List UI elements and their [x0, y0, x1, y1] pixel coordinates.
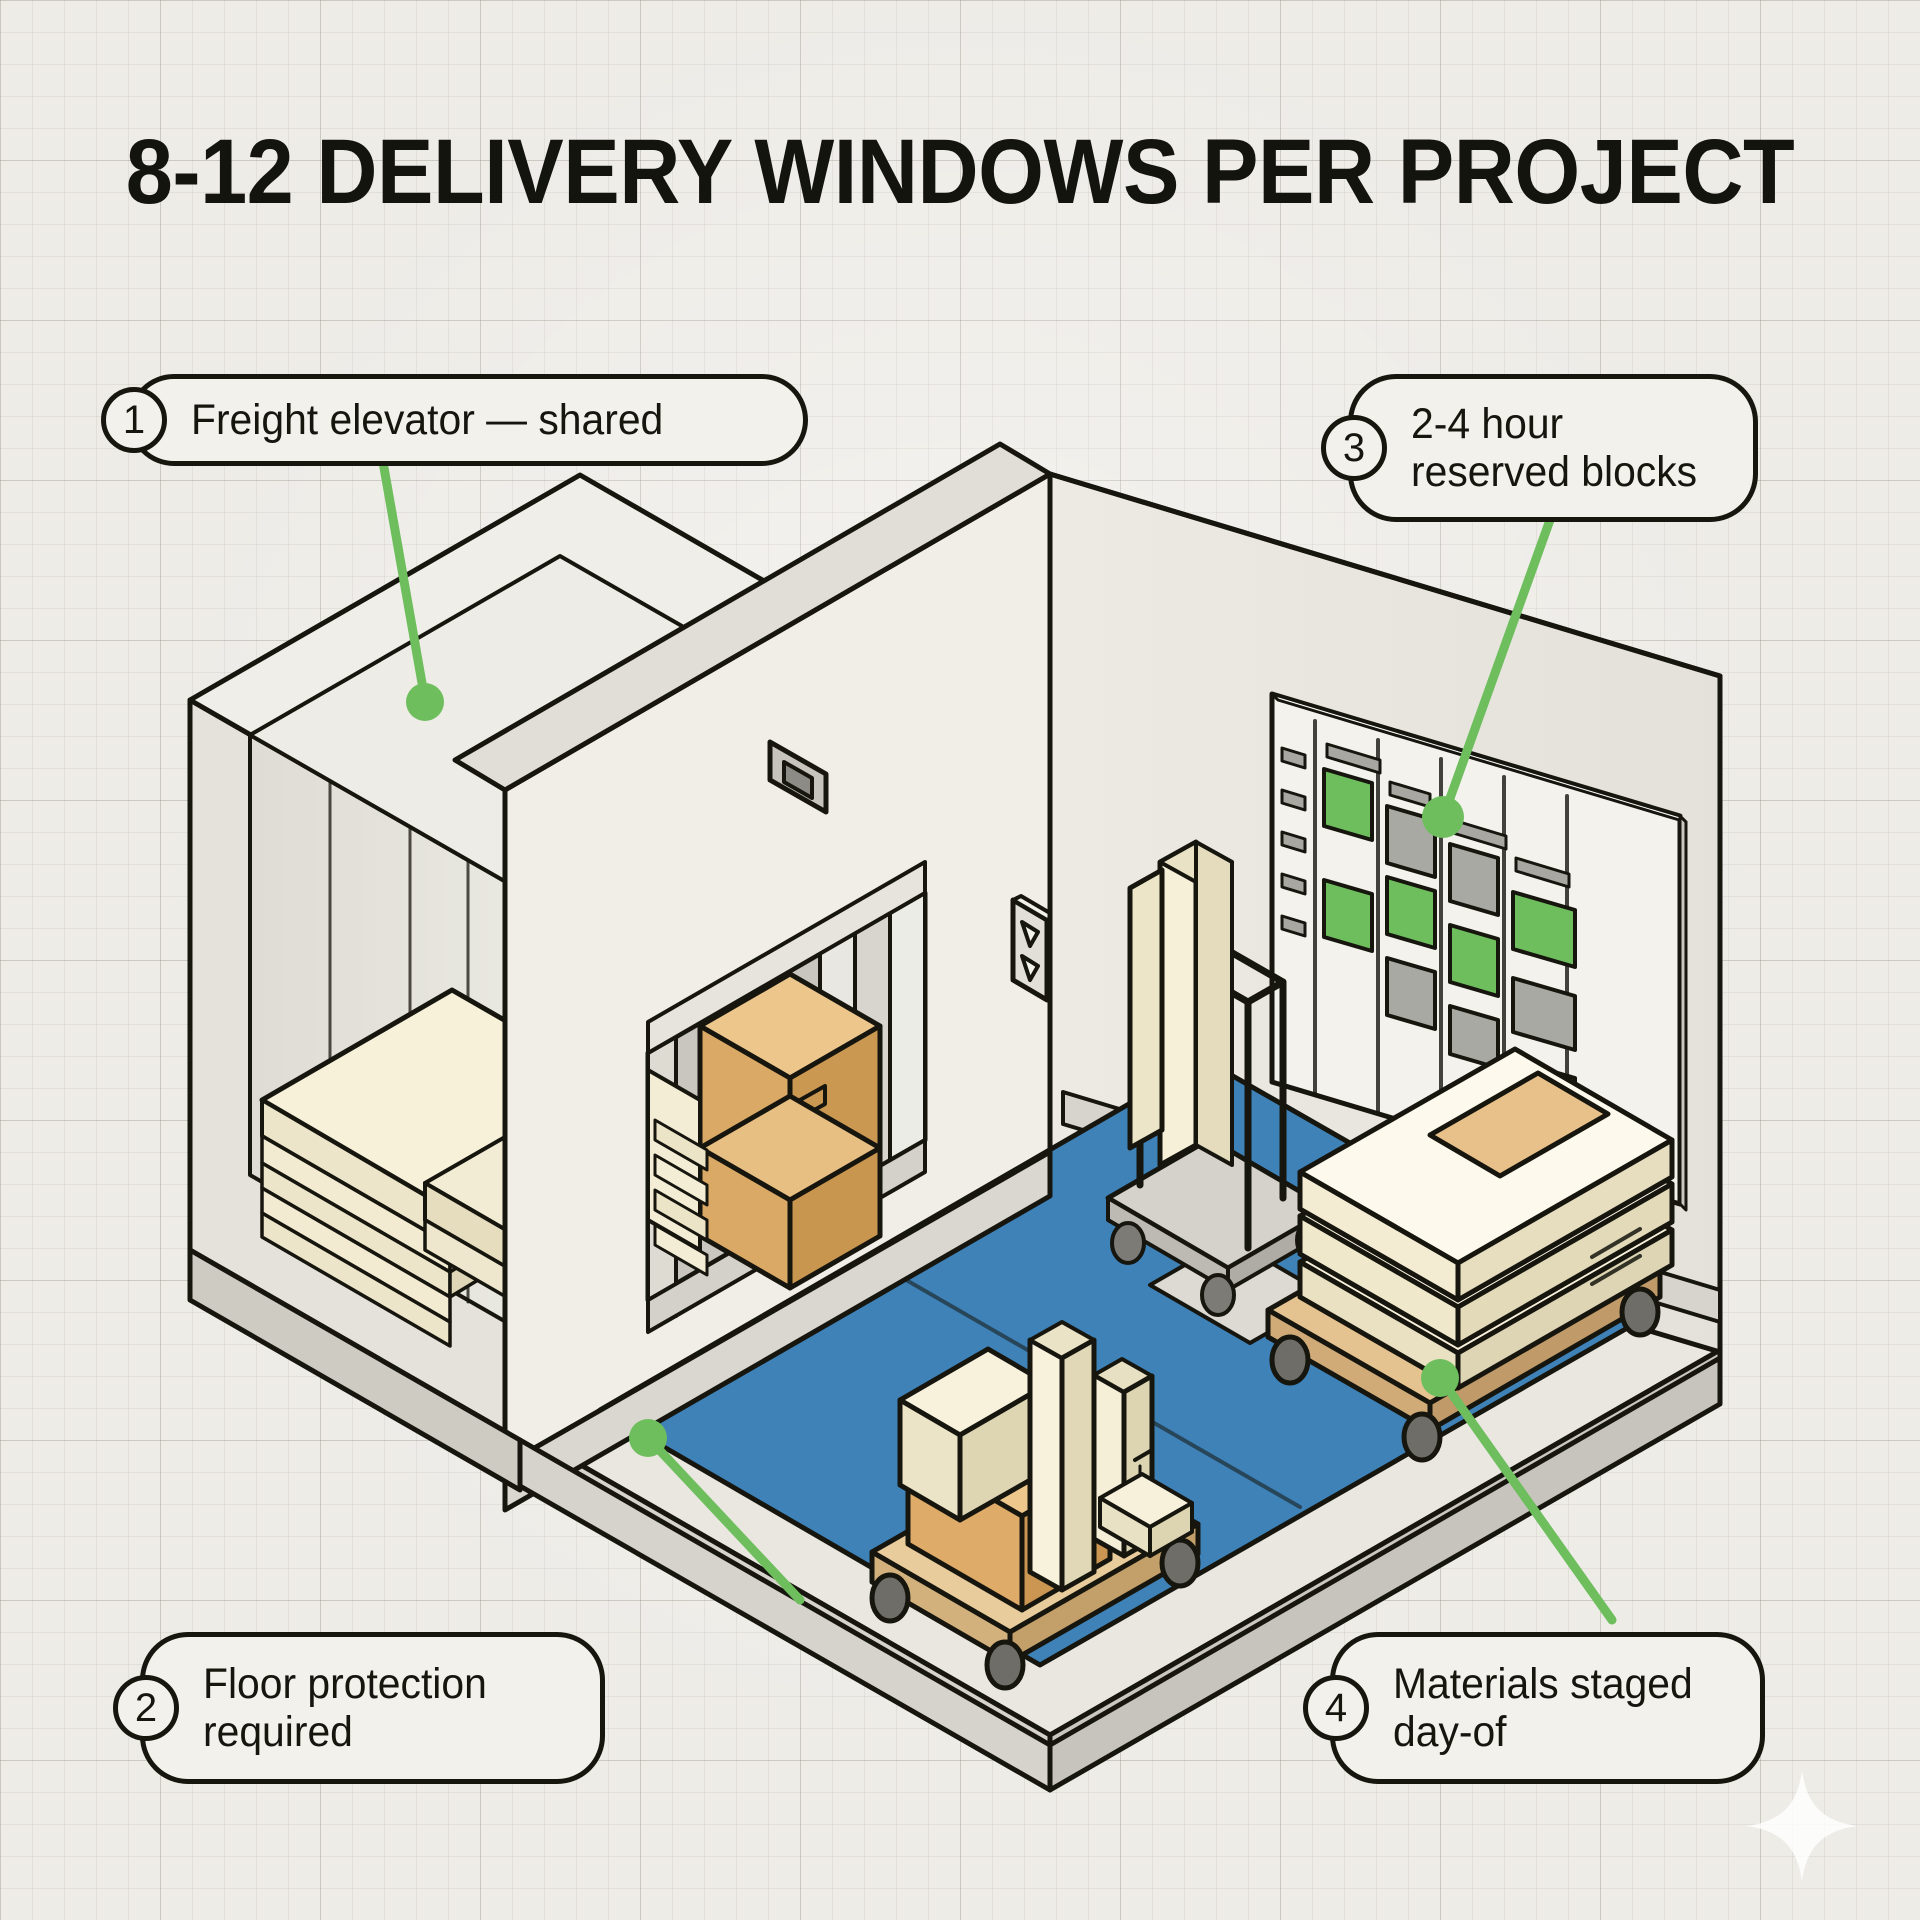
schedule-cell[interactable] [1385, 804, 1437, 879]
schedule-cell[interactable] [1511, 890, 1577, 969]
back-left-wall [452, 441, 1057, 1468]
callout-4[interactable]: 4 Materials staged day-of [1303, 1632, 1765, 1784]
callout-1-text: Freight elevator — shared [191, 395, 664, 444]
schedule-cell[interactable] [1511, 976, 1577, 1052]
schedule-cell[interactable] [1322, 767, 1374, 842]
callout-3-text: 2-4 hour reserved blocks [1411, 399, 1698, 496]
elevator-indicator [767, 739, 829, 815]
callout-1-badge: 1 [101, 387, 167, 453]
leader-dot-2 [629, 1419, 667, 1457]
callout-1[interactable]: 1 Freight elevator — shared [101, 374, 808, 466]
callout-3[interactable]: 3 2-4 hour reserved blocks [1321, 374, 1758, 522]
callout-2-text: Floor protection required [203, 1659, 487, 1756]
leader-dot-4 [1421, 1359, 1459, 1397]
cartons-in-elevator [646, 971, 883, 1291]
callout-leader-dots [406, 683, 1464, 1457]
material-cart-center[interactable] [869, 1320, 1201, 1691]
up-arrow-icon [1020, 920, 1040, 948]
leader-dot-1 [406, 683, 444, 721]
page-title: 8-12 DELIVERY WINDOWS PER PROJECT [125, 121, 1795, 223]
callout-4-badge: 4 [1303, 1675, 1369, 1741]
down-arrow-icon [1020, 954, 1040, 982]
schedule-col-headers [1325, 742, 1571, 889]
callout-2-badge: 2 [113, 1675, 179, 1741]
callout-2[interactable]: 2 Floor protection required [113, 1632, 605, 1784]
schedule-cell[interactable] [1385, 956, 1437, 1031]
callout-3-badge: 3 [1321, 415, 1387, 481]
schedule-row-labels [1280, 746, 1307, 938]
schedule-cell[interactable] [1448, 923, 1500, 998]
floor-front-rim [517, 1355, 1723, 1793]
elevator-call-panel[interactable] [1010, 894, 1057, 1003]
schedule-cell[interactable] [1385, 875, 1437, 950]
schedule-cell[interactable] [1322, 878, 1374, 953]
leader-dot-3 [1422, 796, 1464, 838]
callout-4-text: Materials staged day-of [1393, 1659, 1693, 1756]
material-cart-right[interactable] [1265, 1004, 1675, 1463]
schedule-cell[interactable] [1448, 842, 1500, 917]
callout-leaders [375, 440, 1617, 1625]
schedule-board[interactable] [1269, 691, 1688, 1212]
